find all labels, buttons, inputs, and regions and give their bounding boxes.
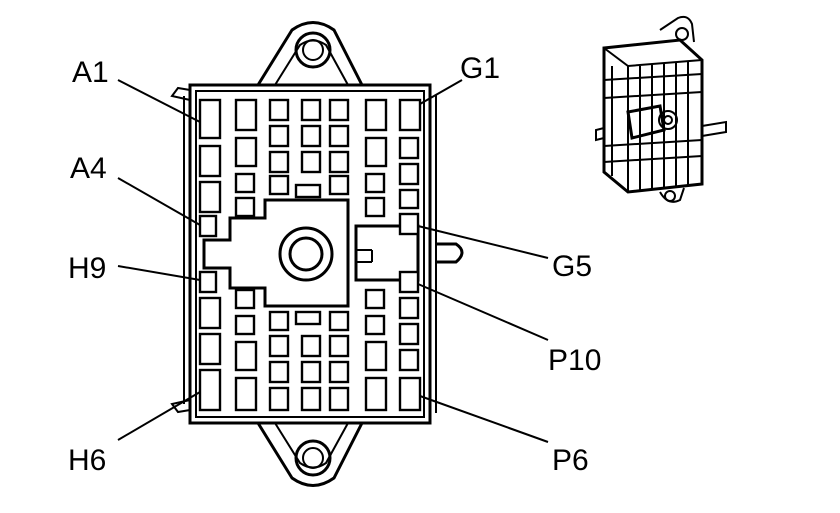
- cavity-grid: [198, 98, 422, 412]
- label-g1: G1: [460, 52, 500, 85]
- cavity-h6: [198, 368, 222, 412]
- label-g5: G5: [552, 250, 592, 283]
- cavity-p10: [398, 270, 420, 294]
- connector-body: [170, 83, 464, 425]
- cavity-h9: [198, 270, 218, 294]
- label-h9: H9: [68, 252, 106, 285]
- cavity-a1: [198, 98, 222, 140]
- label-p10: P10: [548, 344, 601, 377]
- label-h6: H6: [68, 444, 106, 477]
- cavity-a4: [198, 214, 218, 238]
- cavity-p6: [398, 376, 422, 412]
- cavity-g5: [398, 212, 420, 236]
- label-a4: A4: [70, 152, 107, 185]
- leader-lines: [117, 79, 549, 443]
- bottom-mounting-ear: [256, 422, 364, 487]
- label-a1: A1: [72, 56, 109, 89]
- cavity-g1: [398, 98, 422, 132]
- label-p6: P6: [552, 444, 589, 477]
- connector-isometric-view: [595, 15, 727, 203]
- top-mounting-ear: [256, 21, 364, 86]
- pin-labels: A1 A4 H9 H6 G1 G5 P10 P6: [68, 52, 601, 477]
